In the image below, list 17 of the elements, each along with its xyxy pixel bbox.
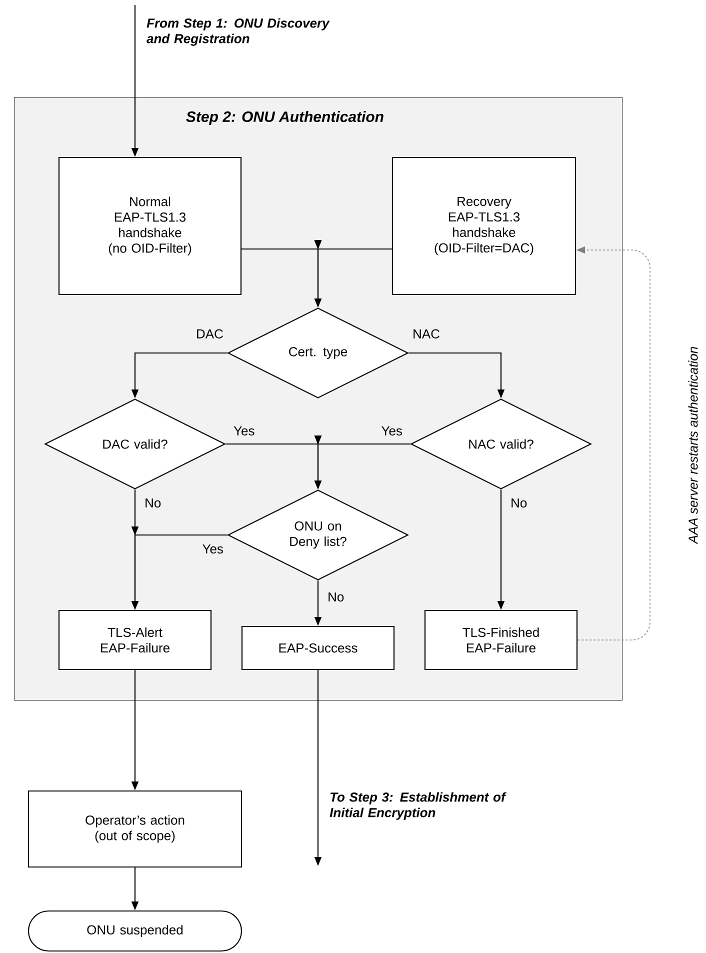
- process-box: EAP-Success: [241, 626, 395, 670]
- process-box: Normal EAP-TLS1.3 handshake (no OID-Filter): [58, 156, 242, 296]
- edge-label: AAA server restarts authentication: [688, 347, 698, 544]
- edge-label: From Step 1: ONU Discovery and Registration: [146, 18, 330, 46]
- edge-label: No: [512, 498, 527, 508]
- process-box: Recovery EAP-TLS1.3 handshake (OID-Filter=DAC): [392, 156, 576, 296]
- process-box: TLS-Finished EAP-Failure: [424, 610, 578, 670]
- process-box: Operator’s action (out of scope): [28, 790, 242, 868]
- edge-label: No: [328, 592, 344, 602]
- process-box: TLS-Alert EAP-Failure: [58, 610, 212, 670]
- edge-label: Yes: [234, 426, 254, 436]
- edge-label: DAC: [197, 329, 223, 338]
- edge-label: Yes: [382, 426, 402, 436]
- edge-label: NAC: [414, 329, 440, 338]
- edge-label: Yes: [202, 544, 223, 554]
- edge-label: To Step 3: Establishment of Initial Encryption: [330, 792, 506, 820]
- edge-label: No: [146, 498, 161, 508]
